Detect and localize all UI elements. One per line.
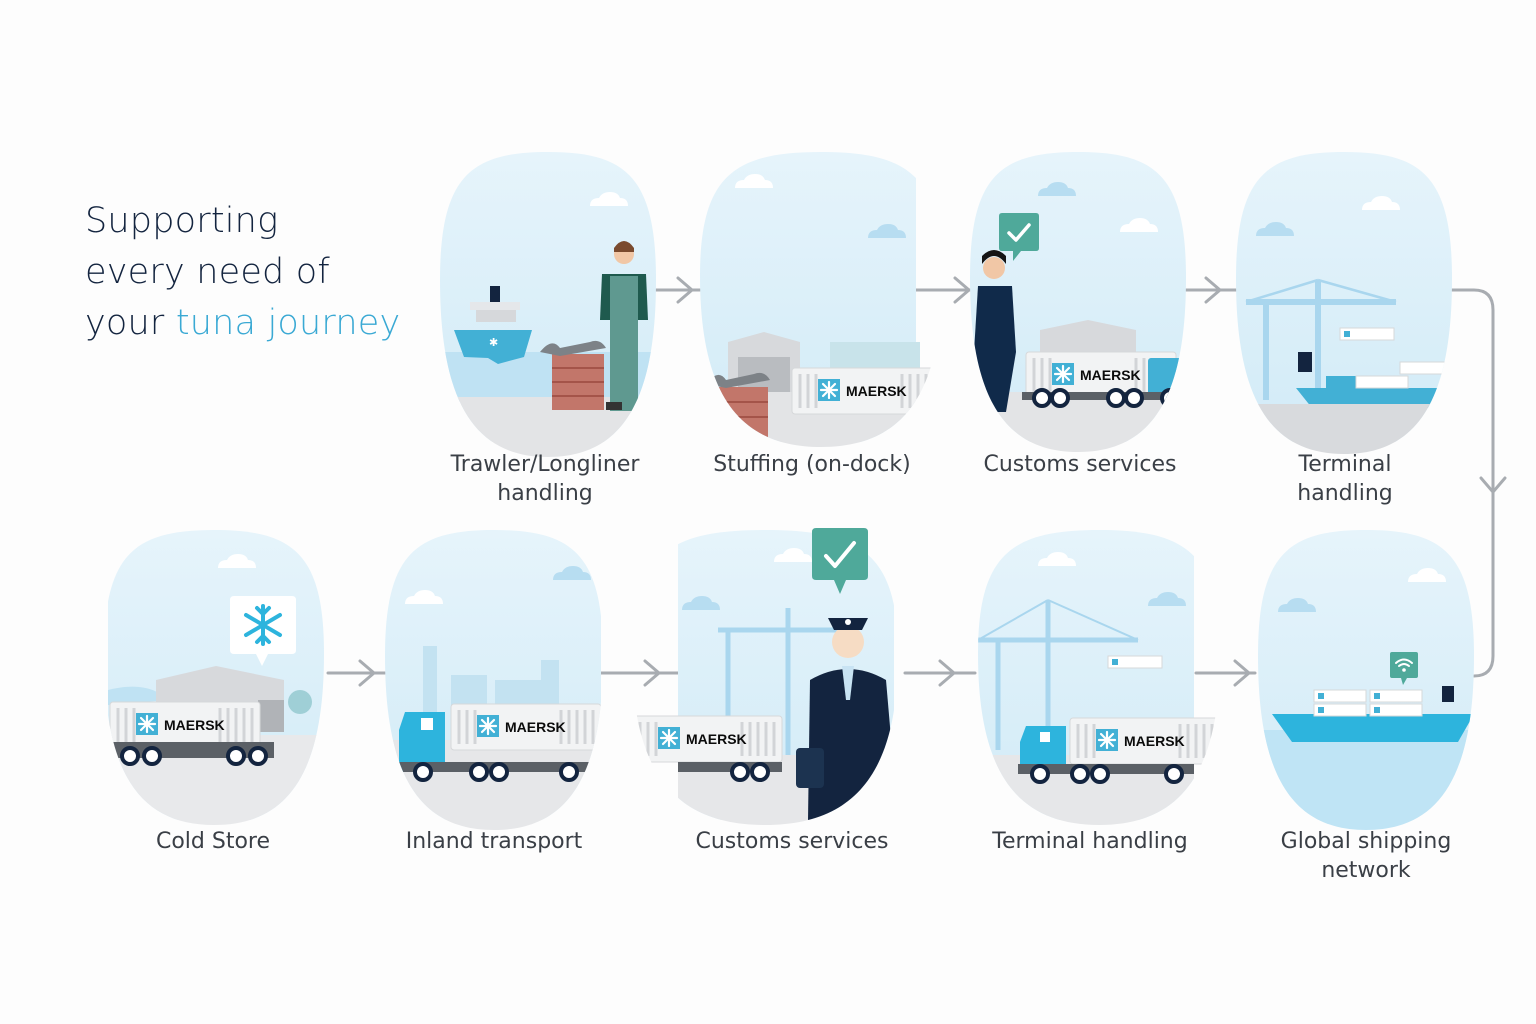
arrow-right-icon — [1204, 276, 1222, 304]
port-crane-truck-icon — [978, 530, 1220, 825]
connector-6-7 — [903, 659, 977, 687]
connector-5-6 — [1194, 659, 1257, 687]
arrow-right-icon — [1233, 659, 1251, 687]
headline-line-2: every need of — [85, 252, 330, 292]
step-card-customs-bottom — [632, 530, 898, 825]
connector-7-8 — [598, 659, 682, 687]
headline: Supporting every need of your tuna journ… — [85, 196, 400, 349]
approval-badge-bottom — [812, 528, 868, 602]
customs-officer-icon — [632, 530, 898, 825]
container-stuffing-icon — [700, 152, 942, 447]
step-label-stuffing: Stuffing (on-dock) — [713, 452, 911, 477]
wifi-icon — [1390, 652, 1418, 685]
headline-line-1: Supporting — [85, 201, 279, 241]
checkmark-icon — [812, 528, 868, 594]
headline-line-3: your tuna journey — [85, 298, 400, 349]
headline-accent: tuna journey — [175, 303, 401, 343]
arrow-right-icon — [358, 659, 376, 687]
connector-3-4 — [1181, 276, 1242, 304]
connector-1-2 — [653, 276, 702, 304]
connector-8-9 — [326, 659, 387, 687]
arrow-right-icon — [643, 659, 661, 687]
step-label-trawler: Trawler/Longliner handling — [450, 452, 640, 506]
headline-line-3-prefix: your — [85, 303, 176, 343]
step-label-customs-bottom: Customs services — [695, 829, 889, 854]
truck-icon — [385, 530, 603, 830]
svg-text:✱: ✱ — [489, 336, 498, 349]
step-label-inland-transport: Inland transport — [405, 829, 583, 854]
arrow-right-icon — [676, 276, 694, 304]
step-card-customs-top — [970, 152, 1186, 452]
container-ship-icon — [1258, 530, 1474, 830]
step-card-inland-transport — [385, 530, 603, 830]
fishing-vessel-icon: ✱ — [440, 152, 656, 457]
step-label-global-shipping-text: Global shipping network — [1280, 829, 1452, 883]
arrow-right-icon — [938, 659, 956, 687]
step-label-customs-top: Customs services — [983, 452, 1177, 477]
step-card-stuffing — [700, 152, 942, 447]
step-label-global-shipping: Global shipping network — [1236, 827, 1496, 885]
checkmark-icon — [999, 213, 1039, 261]
connector-2-3 — [910, 276, 977, 304]
arrow-down-icon — [1479, 476, 1507, 494]
snowflake-icon — [230, 596, 296, 666]
customs-officer-icon — [970, 152, 1186, 452]
step-card-terminal-bottom — [978, 530, 1220, 825]
port-crane-icon — [1236, 152, 1452, 454]
step-card-trawler: ✱ — [440, 152, 656, 457]
approval-badge-top — [999, 213, 1039, 267]
step-label-terminal-bottom: Terminal handling — [992, 829, 1188, 854]
step-label-terminal-top: Terminal handling — [1215, 450, 1475, 508]
step-card-cold-store — [104, 530, 324, 825]
arrow-right-icon — [953, 276, 971, 304]
connectivity-badge — [1390, 652, 1418, 690]
cold-store-icon — [104, 530, 324, 825]
step-label-terminal-top-text: Terminal handling — [1297, 452, 1393, 506]
cold-chain-badge — [230, 596, 296, 672]
step-label-cold-store: Cold Store — [155, 829, 271, 854]
step-card-terminal-top — [1236, 152, 1452, 454]
step-card-global-shipping — [1258, 530, 1474, 830]
